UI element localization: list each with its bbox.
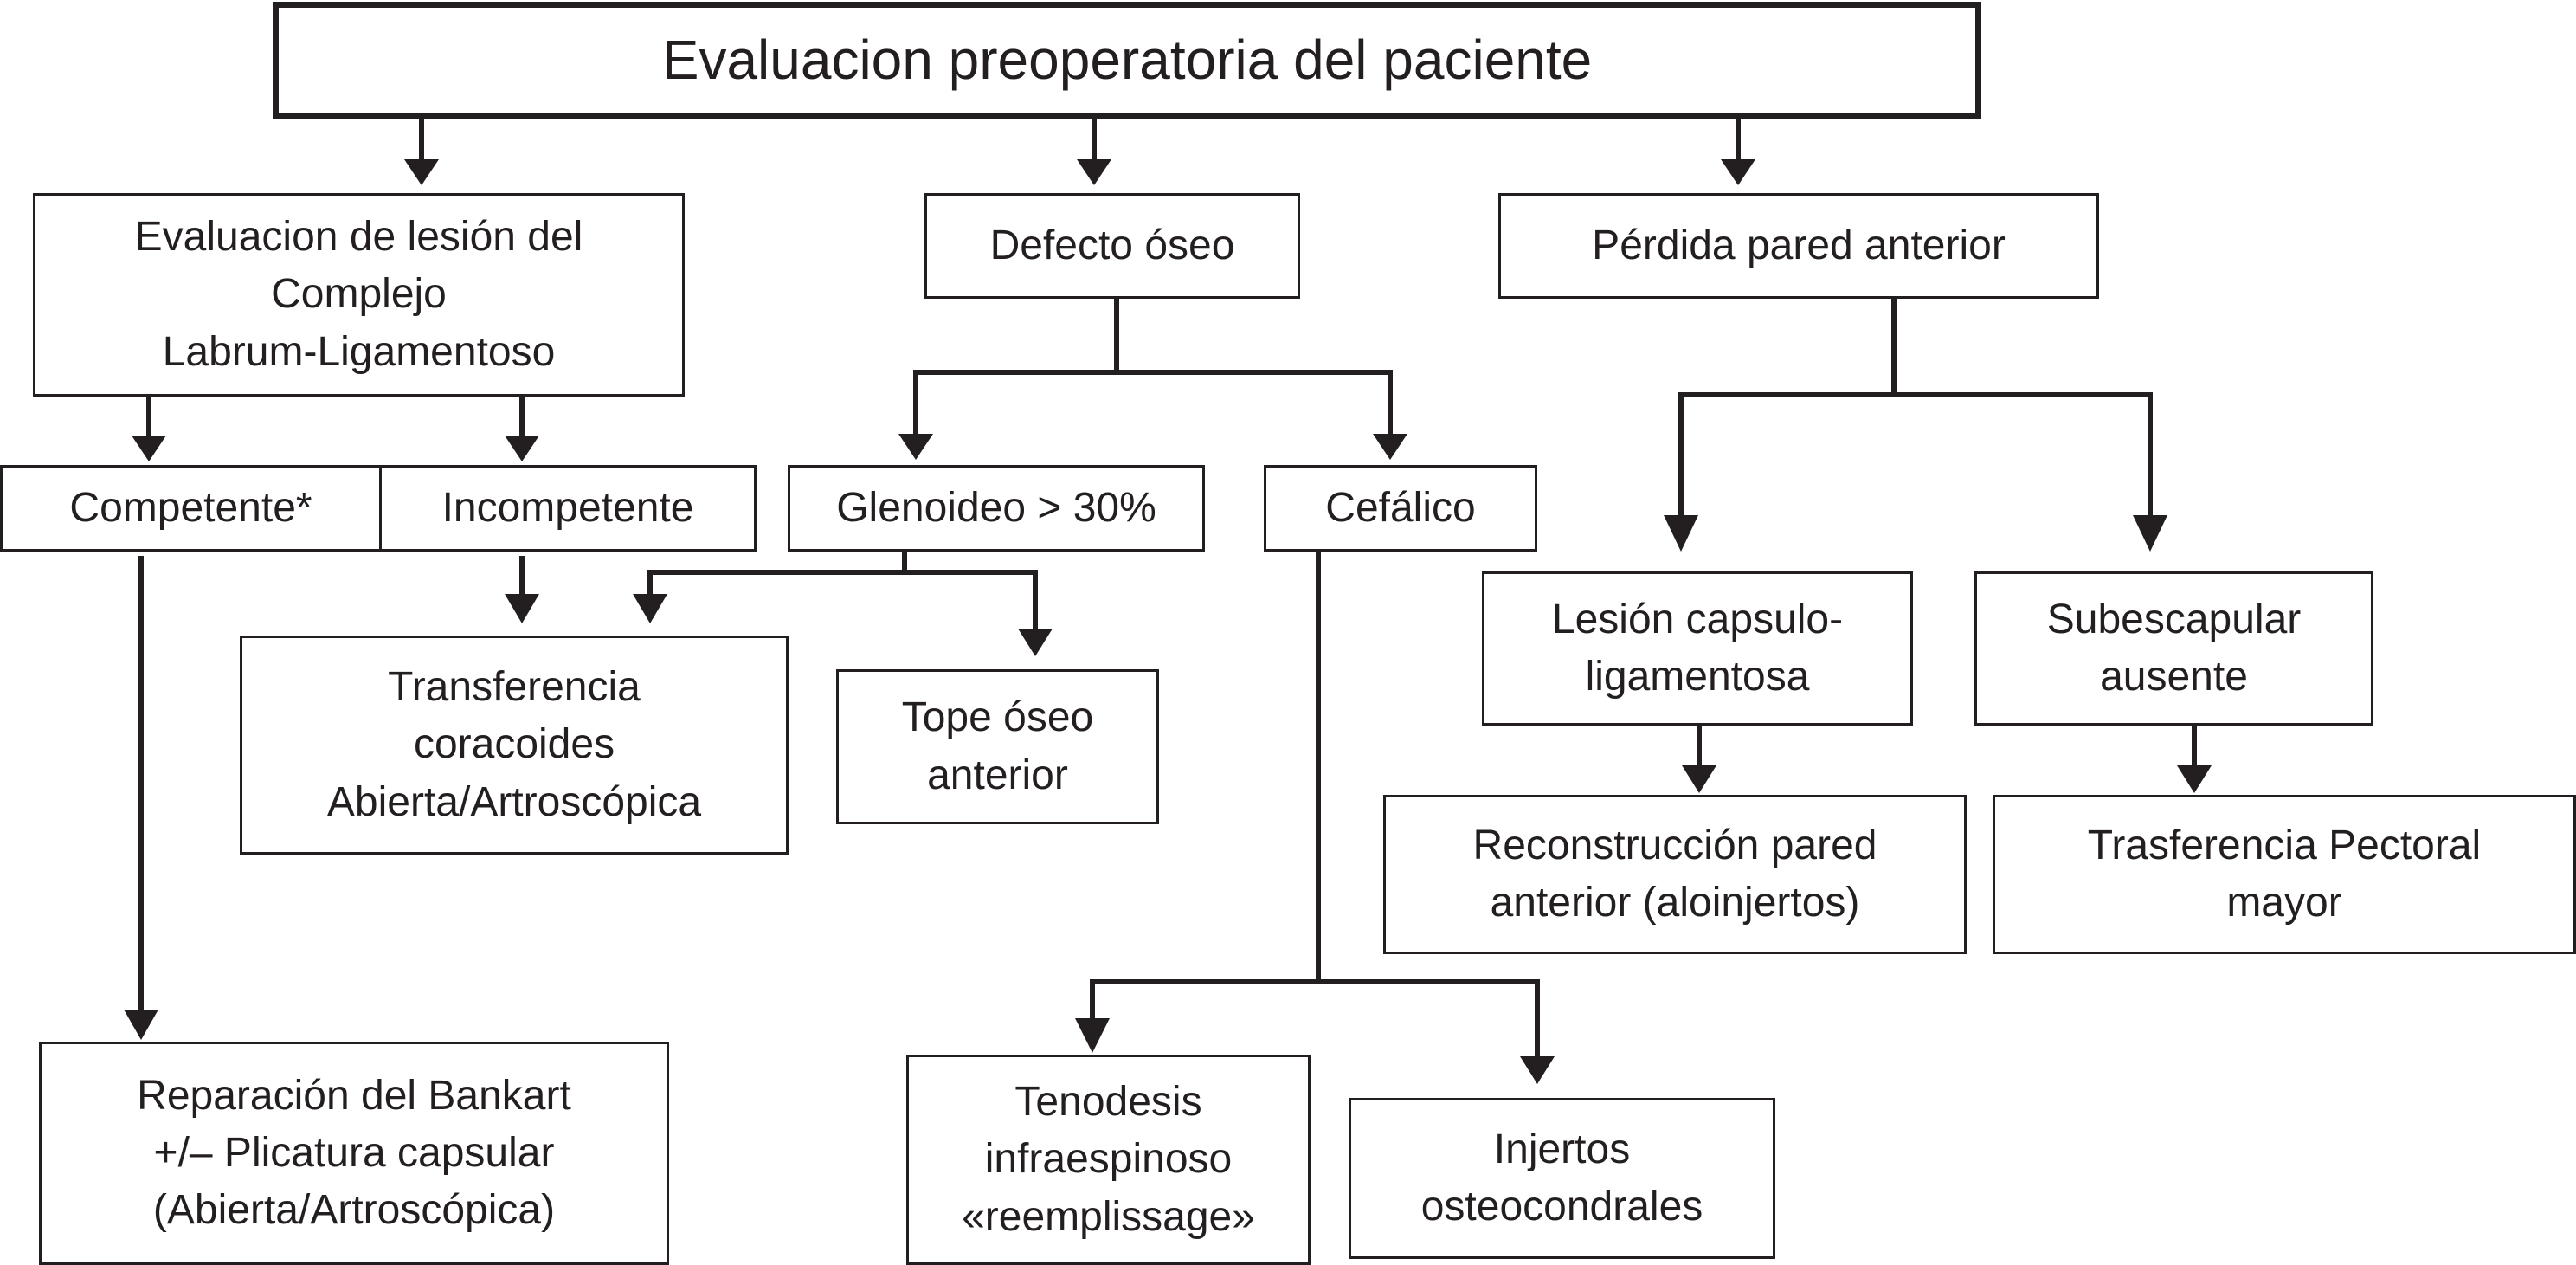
arrowhead xyxy=(2177,765,2212,793)
node-defecto-oseo: Defecto óseo xyxy=(924,193,1300,299)
arrowhead xyxy=(898,434,933,460)
node-tope-oseo-label: Tope óseo anterior xyxy=(901,694,1094,798)
arrowhead xyxy=(124,1010,158,1040)
arrowhead xyxy=(404,159,439,185)
node-pectoral: Trasferencia Pectoral mayor xyxy=(1993,795,2576,954)
node-perdida-pared: Pérdida pared anterior xyxy=(1498,193,2099,299)
arrowhead xyxy=(633,594,667,623)
arrowhead xyxy=(132,436,166,461)
arrowhead xyxy=(1520,1056,1555,1084)
node-reconstruccion-label: Reconstrucción pared anterior (aloinjert… xyxy=(1472,822,1877,926)
node-cefalico-label: Cefálico xyxy=(1325,484,1476,531)
arrowhead xyxy=(2133,515,2167,552)
node-lesion-capsulo-label: Lesión capsulo- ligamentosa xyxy=(1551,596,1844,700)
node-defecto-oseo-label: Defecto óseo xyxy=(989,222,1235,268)
node-lesion-complejo-label: Evaluacion de lesión del Complejo Labrum… xyxy=(134,214,583,375)
node-subescapular-label: Subescapular ausente xyxy=(2046,596,2302,700)
arrowhead xyxy=(1721,159,1755,185)
node-transferencia-coracoides: Transferencia coracoides Abierta/Artrosc… xyxy=(240,636,789,855)
arrowhead xyxy=(505,436,539,461)
node-reconstruccion: Reconstrucción pared anterior (aloinjert… xyxy=(1383,795,1967,954)
node-competente-label: Competente* xyxy=(69,484,312,531)
node-subescapular: Subescapular ausente xyxy=(1974,571,2373,726)
node-lesion-complejo: Evaluacion de lesión del Complejo Labrum… xyxy=(33,193,685,397)
connector xyxy=(1678,299,1897,519)
root-label: Evaluacion preoperatoria del paciente xyxy=(661,29,1593,92)
node-bankart-label: Reparación del Bankart +/– Plicatura cap… xyxy=(137,1072,571,1234)
node-injertos: Injertos osteocondrales xyxy=(1349,1098,1775,1259)
connector xyxy=(647,552,907,597)
connector xyxy=(1894,392,2153,519)
node-cefalico: Cefálico xyxy=(1264,465,1537,552)
node-tope-oseo: Tope óseo anterior xyxy=(836,669,1159,824)
node-perdida-pared-label: Pérdida pared anterior xyxy=(1592,222,2006,268)
arrowhead xyxy=(1682,765,1716,793)
arrowhead xyxy=(1664,515,1698,552)
node-incompetente: Incompetente xyxy=(379,465,757,552)
arrowhead xyxy=(1018,629,1053,656)
node-glenoideo: Glenoideo > 30% xyxy=(788,465,1205,552)
node-lesion-capsulo: Lesión capsulo- ligamentosa xyxy=(1482,571,1913,726)
node-competente: Competente* xyxy=(0,465,382,552)
node-incompetente-label: Incompetente xyxy=(441,484,694,531)
connector xyxy=(905,570,1038,632)
arrowhead xyxy=(505,594,539,623)
root-node: Evaluacion preoperatoria del paciente xyxy=(273,2,1981,119)
connector xyxy=(1090,552,1321,1022)
arrowhead xyxy=(1075,1018,1110,1053)
connector xyxy=(913,299,1119,437)
node-tenodesis-label: Tenodesis infraespinoso «reemplissage» xyxy=(962,1079,1255,1240)
connector xyxy=(1318,979,1540,1060)
node-tenodesis: Tenodesis infraespinoso «reemplissage» xyxy=(906,1055,1311,1265)
arrowhead xyxy=(1373,434,1407,460)
node-transferencia-coracoides-label: Transferencia coracoides Abierta/Artrosc… xyxy=(326,664,702,825)
connector xyxy=(1117,370,1393,437)
node-glenoideo-label: Glenoideo > 30% xyxy=(836,484,1156,531)
node-injertos-label: Injertos osteocondrales xyxy=(1420,1126,1703,1230)
node-pectoral-label: Trasferencia Pectoral mayor xyxy=(2087,822,2482,926)
arrowhead xyxy=(1077,159,1111,185)
node-bankart: Reparación del Bankart +/– Plicatura cap… xyxy=(39,1042,669,1265)
